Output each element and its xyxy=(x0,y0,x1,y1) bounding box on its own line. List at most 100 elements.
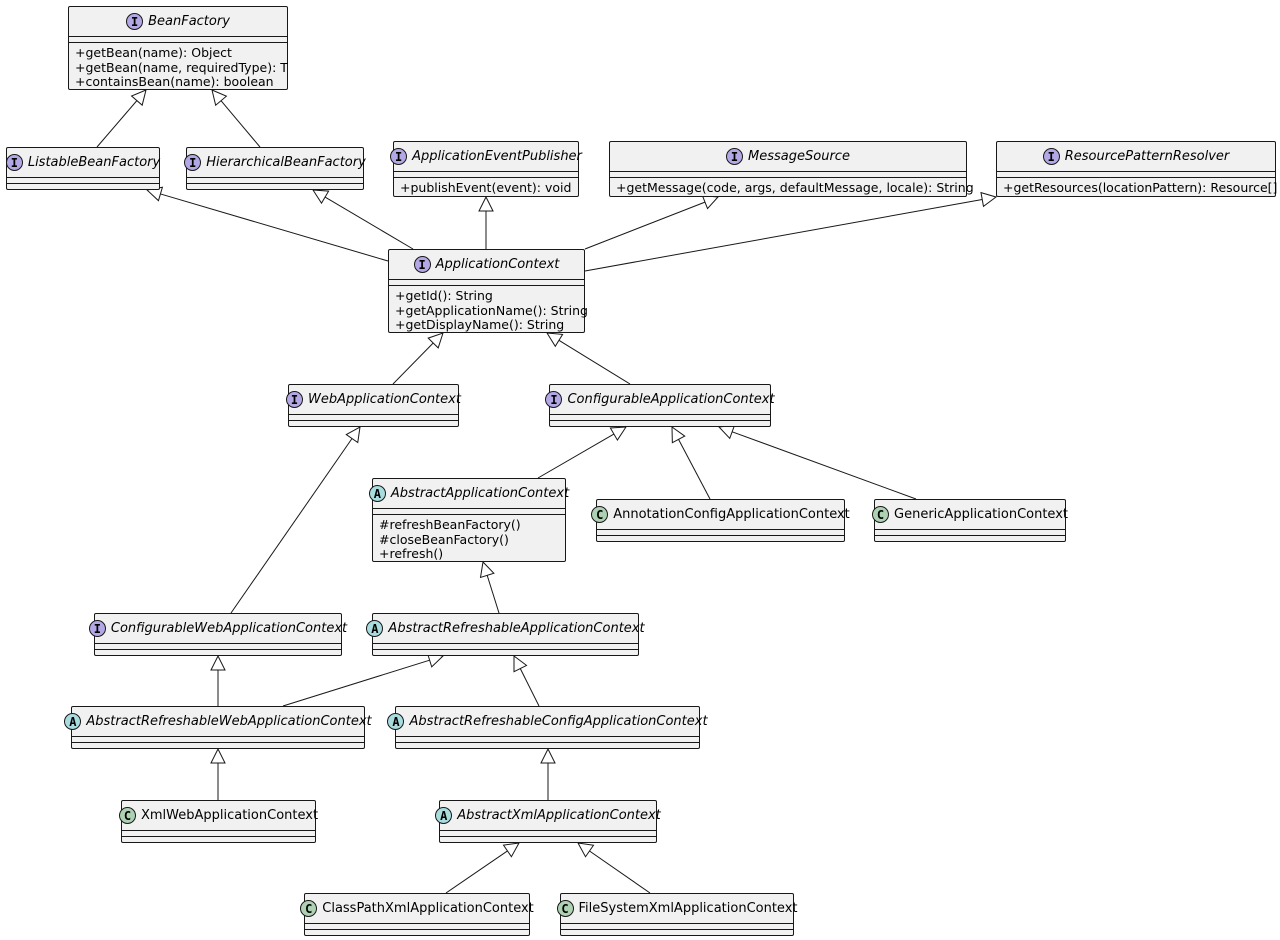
methods-compartment xyxy=(289,421,458,426)
inheritance-arrowhead xyxy=(210,747,226,764)
class-name: AnnotationConfigApplicationContext xyxy=(613,507,850,522)
generalization-edge xyxy=(211,89,261,148)
edge-line xyxy=(282,659,430,707)
abstract-stereotype-icon: A xyxy=(366,620,384,637)
generalization-edge xyxy=(96,89,147,148)
methods-compartment: +publishEvent(event): void xyxy=(394,178,578,199)
class-stereotype-icon: C xyxy=(300,900,318,917)
methods-compartment xyxy=(7,184,159,189)
fields-compartment xyxy=(373,644,638,650)
class-name: ApplicationEventPublisher xyxy=(412,149,582,164)
generalization-edge xyxy=(478,195,494,249)
fields-compartment xyxy=(997,172,1275,178)
method-signature: #refreshBeanFactory() xyxy=(379,517,521,532)
fields-compartment xyxy=(72,737,364,743)
class-name: ConfigurableWebApplicationContext xyxy=(110,621,348,636)
edge-line xyxy=(558,339,631,385)
edge-line xyxy=(584,198,983,272)
edge-line xyxy=(230,438,353,614)
class-header: A AbstractXmlApplicationContext xyxy=(435,801,661,831)
inheritance-arrowhead xyxy=(540,747,556,764)
edge-line xyxy=(731,431,917,500)
fields-compartment xyxy=(289,415,458,421)
inheritance-arrowhead xyxy=(717,424,736,440)
fields-compartment xyxy=(373,509,565,515)
abstract-stereotype-icon: A xyxy=(368,485,386,502)
class-box-abstract-xml-application-context: A AbstractXmlApplicationContext xyxy=(435,800,661,843)
generalization-edge xyxy=(210,747,226,800)
inheritance-arrowhead xyxy=(210,654,226,671)
methods-compartment xyxy=(72,743,364,748)
inheritance-arrowhead xyxy=(478,195,494,212)
class-name: AbstractApplicationContext xyxy=(390,486,570,501)
method-signature: +containsBean(name): boolean xyxy=(75,74,274,89)
abstract-stereotype-icon: A xyxy=(64,713,82,730)
methods-compartment xyxy=(440,837,656,842)
generalization-edge xyxy=(717,424,917,500)
fields-compartment xyxy=(550,415,770,421)
fields-compartment xyxy=(440,831,656,837)
class-name: AbstractXmlApplicationContext xyxy=(457,808,661,823)
class-stereotype-icon: C xyxy=(872,506,890,523)
inheritance-arrowhead xyxy=(609,426,627,442)
class-header: I ResourcePatternResolver xyxy=(997,142,1275,172)
interface-stereotype-icon: I xyxy=(390,148,408,165)
methods-compartment xyxy=(373,650,638,655)
method-signature: +getBean(name): Object xyxy=(75,45,232,60)
methods-compartment: +getBean(name): Object+getBean(name, req… xyxy=(69,43,288,93)
generalization-edge xyxy=(577,842,651,894)
method-signature: #closeBeanFactory() xyxy=(379,531,509,547)
fields-compartment xyxy=(95,644,341,650)
fields-compartment xyxy=(561,924,793,930)
edge-line xyxy=(220,100,261,148)
method-signature: +getApplicationName(): String xyxy=(395,302,588,318)
method-signature: +getResources(locationPattern): Resource… xyxy=(1003,180,1278,195)
method-signature: +publishEvent(event): void xyxy=(400,180,572,195)
generalization-edge xyxy=(282,652,445,707)
edge-line xyxy=(589,850,651,894)
method-signature: +getId(): String xyxy=(395,288,493,303)
fields-compartment xyxy=(394,172,578,178)
method-signature: +getMessage(code, args, defaultMessage, … xyxy=(616,180,974,195)
generalization-edge xyxy=(145,186,389,262)
interface-stereotype-icon: I xyxy=(1042,148,1060,165)
edge-line xyxy=(96,100,138,148)
abstract-stereotype-icon: A xyxy=(387,713,405,730)
methods-compartment xyxy=(95,650,341,655)
methods-compartment xyxy=(875,536,1065,541)
class-box-application-event-publisher: I ApplicationEventPublisher +publishEvent(… xyxy=(390,141,582,199)
fields-compartment xyxy=(396,737,699,743)
inheritance-arrowhead xyxy=(130,89,147,107)
edge-line xyxy=(486,575,500,614)
class-header: A AbstractApplicationContext xyxy=(368,479,569,509)
class-name: ResourcePatternResolver xyxy=(1064,149,1230,164)
fields-compartment xyxy=(597,530,844,536)
fields-compartment xyxy=(610,172,966,178)
fields-compartment xyxy=(389,280,584,286)
class-name: ListableBeanFactory xyxy=(27,155,161,170)
generalization-edge xyxy=(230,426,361,614)
class-name: ConfigurableApplicationContext xyxy=(567,392,775,407)
inheritance-arrowhead xyxy=(546,332,564,348)
generalization-edge xyxy=(210,654,226,706)
inheritance-arrowhead xyxy=(211,89,228,107)
abstract-stereotype-icon: A xyxy=(435,807,453,824)
edge-line xyxy=(324,196,414,250)
generalization-edge xyxy=(546,332,631,385)
class-name: XmlWebApplicationContext xyxy=(140,808,319,823)
generalization-edge xyxy=(392,332,444,385)
